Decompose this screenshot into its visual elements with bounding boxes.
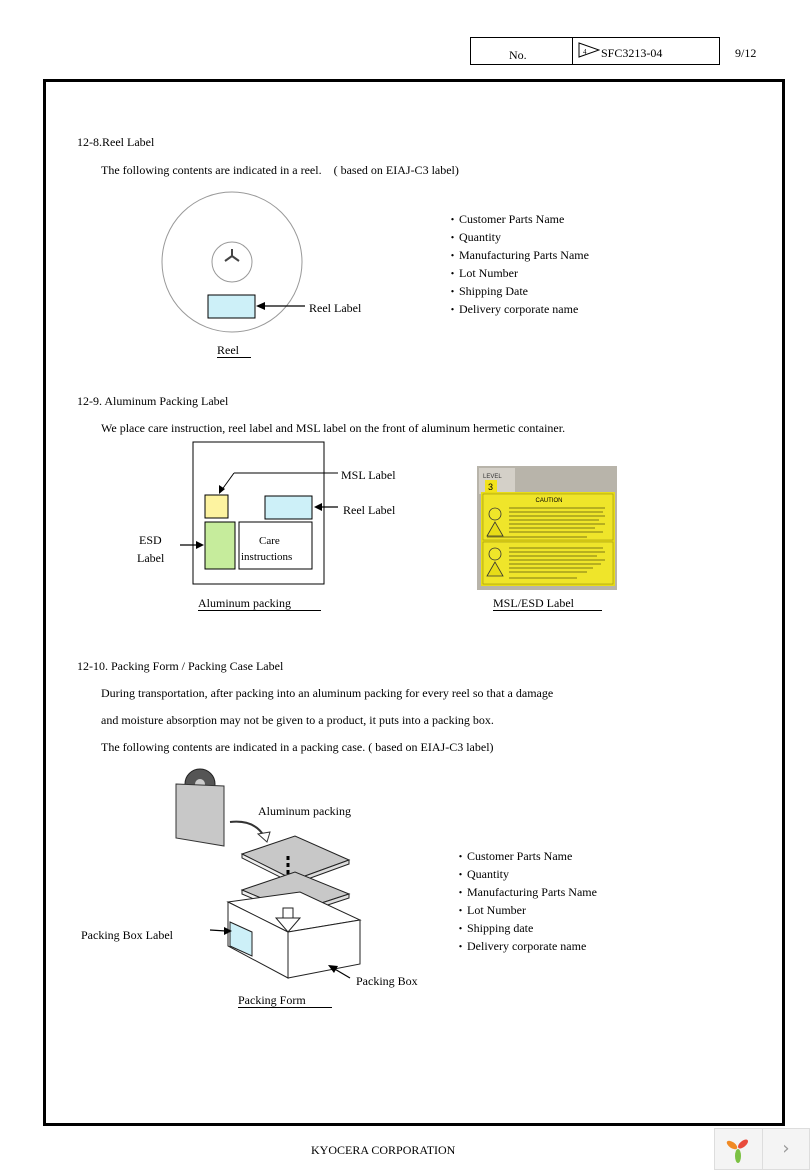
esd-label-callout-2: Label — [137, 551, 165, 565]
section-12-8-intro: The following contents are indicated in … — [101, 163, 459, 177]
footer-company: KYOCERA CORPORATION — [311, 1143, 456, 1157]
packing-form-caption: Packing Form — [238, 993, 332, 1008]
app-logo-icon[interactable] — [723, 1135, 753, 1165]
packing-box-callout: Packing Box — [356, 974, 418, 988]
section-12-10-para-3: The following contents are indicated in … — [101, 740, 494, 754]
reel-hub-icon — [224, 249, 240, 262]
esd-label-box — [204, 521, 236, 570]
list-item: Quantity — [447, 228, 589, 246]
svg-text:4: 4 — [583, 48, 587, 56]
reel-label-callout: Reel Label — [343, 503, 396, 517]
list-item: Manufacturing Parts Name — [447, 246, 589, 264]
chevron-right-icon: › — [782, 1138, 790, 1159]
esd-label-callout: ESD — [139, 533, 162, 547]
svg-text:3: 3 — [488, 482, 493, 492]
list-item: Customer Parts Name — [447, 210, 589, 228]
packing-box-label — [229, 921, 253, 957]
revision-triangle-icon: 4 — [578, 42, 600, 58]
reel-label-contents-list: Customer Parts Name Quantity Manufacturi… — [447, 210, 589, 318]
page-number: 9/12 — [735, 46, 757, 60]
care-instructions-box — [238, 521, 313, 570]
reel-caption: Reel — [217, 343, 251, 358]
reel-label-box — [264, 495, 313, 520]
next-page-button[interactable]: › — [763, 1129, 809, 1169]
aluminum-packing-diagram — [180, 441, 338, 585]
no-label: No. — [509, 48, 527, 62]
reel-diagram — [161, 191, 305, 333]
viewer-nav-divider — [762, 1129, 763, 1169]
list-item: Quantity — [455, 865, 597, 883]
doc-number-divider — [572, 37, 573, 65]
section-12-9-heading: 12-9. Aluminum Packing Label — [77, 394, 229, 408]
section-12-9-intro: We place care instruction, reel label an… — [101, 421, 566, 435]
packing-case-contents-list: Customer Parts Name Quantity Manufacturi… — [455, 847, 597, 955]
list-item: Shipping Date — [447, 282, 589, 300]
aluminum-packing-callout: Aluminum packing — [258, 804, 351, 818]
doc-number: SFC3213-04 — [601, 46, 663, 60]
msl-label-callout: MSL Label — [341, 468, 396, 482]
section-12-10-heading: 12-10. Packing Form / Packing Case Label — [77, 659, 284, 673]
list-item: Delivery corporate name — [455, 937, 597, 955]
svg-text:CAUTION: CAUTION — [536, 498, 563, 504]
reel-label-box — [207, 294, 256, 319]
packing-box-label-callout: Packing Box Label — [81, 928, 173, 942]
svg-text:LEVEL: LEVEL — [483, 474, 502, 480]
viewer-nav-widget: › — [714, 1128, 810, 1170]
msl-esd-label-caption: MSL/ESD Label — [493, 596, 602, 611]
list-item: Manufacturing Parts Name — [455, 883, 597, 901]
list-item: Delivery corporate name — [447, 300, 589, 318]
reel-label-callout: Reel Label — [309, 301, 362, 315]
doc-number-box — [470, 37, 720, 65]
list-item: Lot Number — [455, 901, 597, 919]
msl-esd-label-photo: LEVEL 3 CAUTION — [477, 466, 617, 590]
packing-form-diagram — [175, 768, 362, 979]
care-instructions-text-2: instructions — [241, 551, 293, 563]
section-12-8-heading: 12-8.Reel Label — [77, 135, 155, 149]
list-item: Customer Parts Name — [455, 847, 597, 865]
msl-label-box — [204, 494, 229, 519]
aluminum-packing-caption: Aluminum packing — [198, 596, 321, 611]
care-instructions-text: Care — [259, 535, 280, 547]
section-12-10-para-2: and moisture absorption may not be given… — [101, 713, 494, 727]
page-frame — [43, 79, 785, 1126]
list-item: Shipping date — [455, 919, 597, 937]
section-12-10-para-1: During transportation, after packing int… — [101, 686, 554, 700]
list-item: Lot Number — [447, 264, 589, 282]
